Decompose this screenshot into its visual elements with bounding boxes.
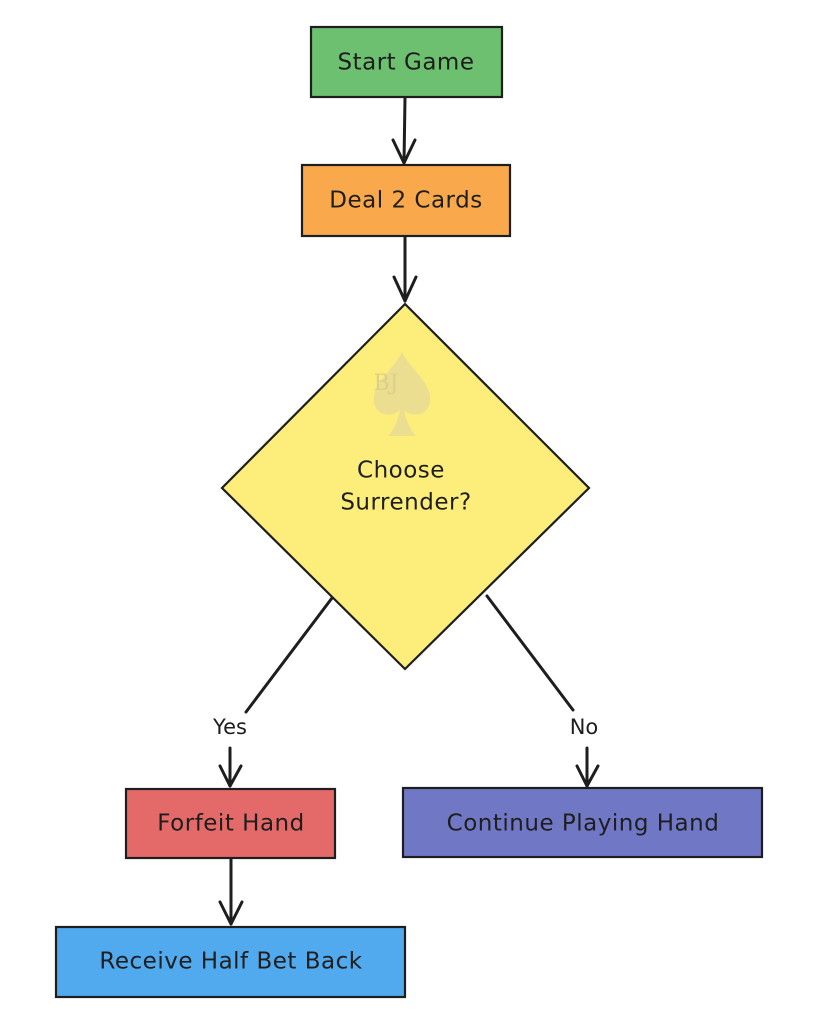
start-game-label: Start Game xyxy=(338,50,475,76)
arrow-no-branch: No xyxy=(485,594,600,788)
arrow-start-to-deal xyxy=(391,96,417,165)
continue-playing-box xyxy=(401,786,764,859)
arrow-yes-branch: Yes xyxy=(212,596,334,788)
continue-playing-label: Continue Playing Hand xyxy=(447,811,720,837)
no-label: No xyxy=(570,715,599,739)
continue-playing-node[interactable]: Continue Playing Hand xyxy=(401,786,764,859)
receive-half-bet-node[interactable]: Receive Half Bet Back xyxy=(54,925,407,999)
decision-label-line2: Surrender? xyxy=(340,490,471,516)
start-game-box xyxy=(309,25,504,99)
forfeit-hand-node[interactable]: Forfeit Hand xyxy=(124,787,337,860)
arrow-deal-to-decision xyxy=(392,235,418,303)
spade-icon xyxy=(373,352,431,436)
receive-half-bet-box xyxy=(54,925,407,999)
deal-cards-box xyxy=(300,163,512,238)
receive-half-bet-label: Receive Half Bet Back xyxy=(99,949,362,975)
yes-label: Yes xyxy=(212,715,247,739)
arrow-forfeit-to-receive xyxy=(218,857,244,926)
choose-surrender-decision[interactable]: BJ Choose Surrender? xyxy=(220,302,591,671)
forfeit-hand-box xyxy=(124,787,337,860)
forfeit-hand-label: Forfeit Hand xyxy=(157,811,304,837)
start-game-node[interactable]: Start Game xyxy=(309,25,504,99)
decision-diamond xyxy=(220,302,591,671)
decision-label-line1: Choose xyxy=(357,458,445,484)
deal-cards-label: Deal 2 Cards xyxy=(329,188,482,214)
deal-cards-node[interactable]: Deal 2 Cards xyxy=(300,163,512,238)
watermark-text: BJ xyxy=(374,371,399,396)
blackjack-logo: BJ xyxy=(374,352,431,436)
